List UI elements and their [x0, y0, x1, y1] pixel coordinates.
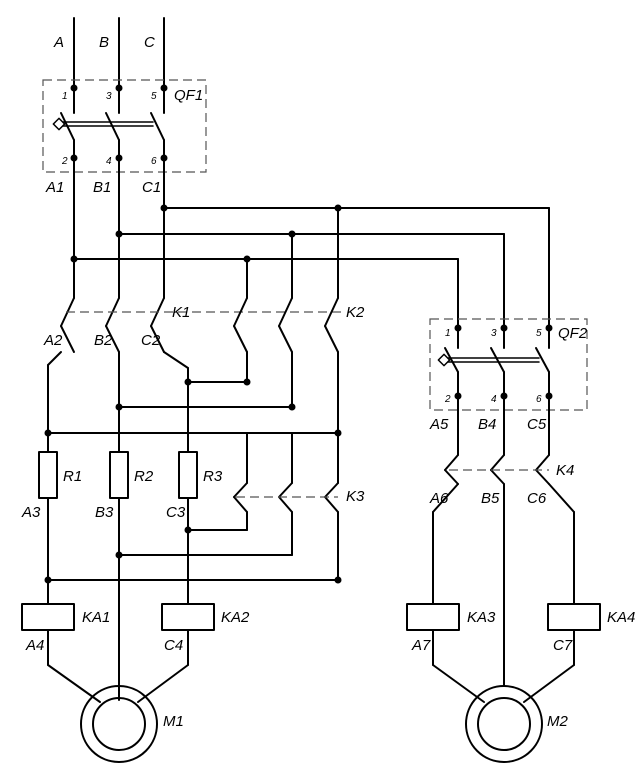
k4-label: K4 — [556, 462, 574, 479]
motor-m1 — [80, 685, 158, 763]
label-a1: A1 — [45, 179, 64, 196]
phase-label-c: C — [144, 34, 155, 51]
qf1-label: QF1 — [174, 87, 203, 104]
current-relays-m1 — [21, 603, 215, 703]
label-a7: A7 — [411, 637, 431, 654]
bus-wiring — [70, 157, 550, 329]
label-c1: C1 — [142, 179, 161, 196]
current-relays-m2 — [406, 483, 601, 703]
label-a3: A3 — [21, 504, 41, 521]
qf1-term-2: 2 — [61, 156, 68, 167]
qf2-label: QF2 — [558, 325, 588, 342]
ka1-label: KA1 — [82, 609, 110, 626]
ka4-label: KA4 — [607, 609, 635, 626]
resistor-branch-wiring — [44, 351, 342, 453]
label-c6: C6 — [527, 490, 547, 507]
label-c2: C2 — [141, 332, 161, 349]
incoming-phase-lines — [73, 17, 165, 89]
ka3-label: KA3 — [467, 609, 496, 626]
label-b5: B5 — [481, 490, 500, 507]
m2-label: M2 — [547, 713, 568, 730]
label-a2: A2 — [43, 332, 63, 349]
label-b3: B3 — [95, 504, 114, 521]
qf1-term-4: 4 — [106, 156, 112, 167]
qf2-term-1: 1 — [445, 328, 451, 339]
k2-label: K2 — [346, 304, 365, 321]
qf2-term-2: 2 — [444, 394, 451, 405]
r1-label: R1 — [63, 468, 82, 485]
label-a4: A4 — [25, 637, 44, 654]
label-b2: B2 — [94, 332, 113, 349]
label-c3: C3 — [166, 504, 186, 521]
motor-m2 — [465, 685, 543, 763]
breaker-qf2 — [429, 318, 588, 411]
contactor-k4 — [444, 395, 550, 485]
k1-label: K1 — [172, 304, 190, 321]
qf1-term-3: 3 — [106, 91, 112, 102]
contactor-k3 — [233, 432, 339, 581]
r3-label: R3 — [203, 468, 223, 485]
label-a6: A6 — [429, 490, 449, 507]
ka2-label: KA2 — [221, 609, 250, 626]
qf2-term-6: 6 — [536, 394, 542, 405]
label-b4: B4 — [478, 416, 496, 433]
qf1-term-5: 5 — [151, 91, 157, 102]
qf2-term-3: 3 — [491, 328, 497, 339]
phase-label-a: A — [53, 34, 64, 51]
r2-label: R2 — [134, 468, 154, 485]
label-c4: C4 — [164, 637, 183, 654]
label-a5: A5 — [429, 416, 449, 433]
label-b1: B1 — [93, 179, 111, 196]
qf2-term-4: 4 — [491, 394, 497, 405]
resistor-output-wiring — [44, 497, 342, 701]
contactor-k1-k2 — [60, 297, 346, 353]
qf1-term-1: 1 — [62, 91, 68, 102]
qf2-term-5: 5 — [536, 328, 542, 339]
phase-label-b: B — [99, 34, 109, 51]
label-c5: C5 — [527, 416, 547, 433]
m1-label: M1 — [163, 713, 184, 730]
k3-label: K3 — [346, 488, 365, 505]
label-c7: C7 — [553, 637, 573, 654]
qf1-term-6: 6 — [151, 156, 157, 167]
